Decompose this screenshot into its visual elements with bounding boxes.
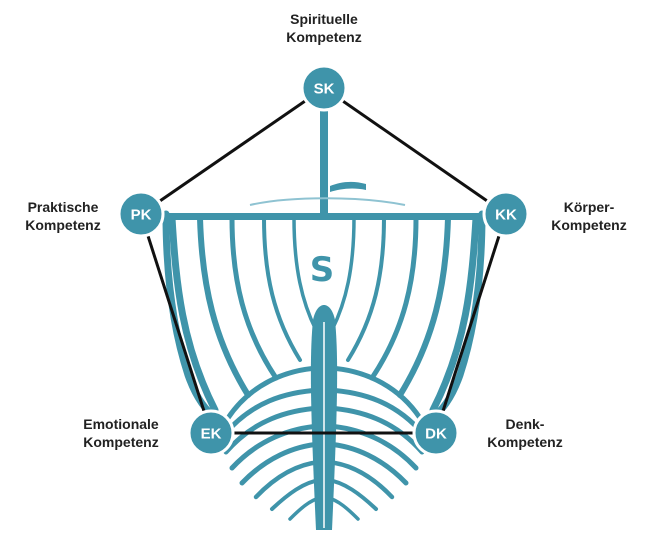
- caption-dk-line2: Kompetenz: [487, 434, 563, 450]
- caption-ek: Emotionale Kompetenz: [66, 415, 176, 451]
- pentagon-outline: [139, 86, 508, 435]
- node-ek: EK: [187, 409, 235, 457]
- edge-sk-pk: [140, 86, 325, 216]
- ship-shrouds-left: [168, 214, 318, 414]
- caption-sk: Spirituelle Kompetenz: [264, 10, 384, 46]
- edge-pk-ek: [139, 213, 213, 434]
- node-dk-circle: [412, 409, 460, 457]
- node-kk: KK: [482, 190, 530, 238]
- caption-kk-line1: Körper-: [563, 199, 615, 215]
- node-sk: SK: [300, 64, 348, 112]
- caption-dk-line1: Denk-: [505, 416, 545, 432]
- center-letter: S: [310, 250, 335, 290]
- caption-ek-line1: Emotionale: [83, 416, 159, 432]
- caption-sk-line1: Spirituelle: [290, 11, 358, 27]
- edge-sk-kk: [323, 86, 507, 216]
- caption-pk-line1: Praktische: [27, 199, 99, 215]
- caption-pk: Praktische Kompetenz: [8, 198, 118, 234]
- node-kk-label: KK: [495, 207, 517, 224]
- edge-kk-dk: [434, 213, 508, 434]
- ship-flag: [330, 181, 366, 192]
- node-ek-label: EK: [201, 426, 222, 443]
- node-pk-label: PK: [131, 207, 152, 224]
- ship-mast: [320, 105, 328, 217]
- node-sk-circle: [300, 64, 348, 112]
- ship-yard: [158, 213, 488, 220]
- caption-ek-line2: Kompetenz: [83, 434, 159, 450]
- node-pk-circle: [117, 190, 165, 238]
- ship-planks-left: [221, 365, 323, 521]
- node-kk-circle: [482, 190, 530, 238]
- node-pk: PK: [117, 190, 165, 238]
- caption-kk: Körper- Kompetenz: [534, 198, 644, 234]
- ship-shrouds-right: [330, 214, 480, 414]
- caption-sk-line2: Kompetenz: [286, 29, 362, 45]
- ship-sail-line: [249, 197, 406, 206]
- node-dk: DK: [412, 409, 460, 457]
- node-sk-label: SK: [314, 81, 335, 98]
- caption-dk: Denk- Kompetenz: [470, 415, 580, 451]
- caption-kk-line2: Kompetenz: [551, 217, 627, 233]
- node-dk-label: DK: [425, 426, 447, 443]
- node-ek-circle: [187, 409, 235, 457]
- caption-pk-line2: Kompetenz: [25, 217, 101, 233]
- ship-planks-right: [325, 365, 427, 521]
